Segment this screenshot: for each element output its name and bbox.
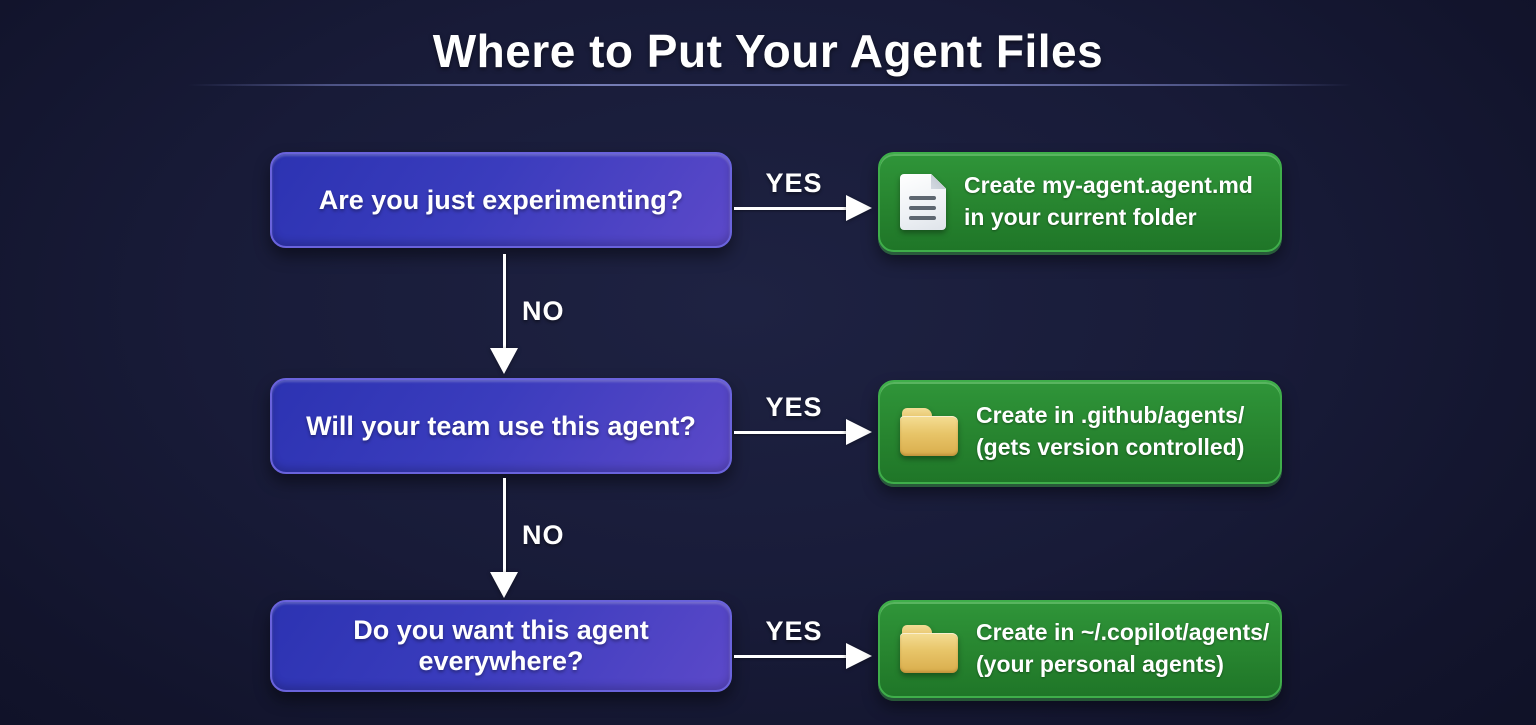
document-icon — [900, 174, 946, 230]
yes-arrow-3: YES — [734, 616, 874, 676]
arrow-line — [734, 207, 850, 210]
page-title: Where to Put Your Agent Files — [432, 25, 1104, 77]
result-line-2: in your current folder — [964, 204, 1197, 230]
question-label: Will your team use this agent? — [306, 410, 696, 441]
result-line-2: (your personal agents) — [976, 651, 1224, 677]
arrow-line — [734, 431, 850, 434]
arrow-line — [503, 478, 506, 574]
result-text: Create my-agent.agent.md in your current… — [964, 170, 1253, 233]
no-arrow-1: NO — [490, 254, 593, 374]
result-box-copilot-agents: Create in ~/.copilot/agents/ (your perso… — [878, 600, 1282, 698]
document-fold — [931, 174, 946, 189]
title-underline — [188, 84, 1352, 86]
yes-label: YES — [765, 392, 823, 422]
decision-box-experimenting: Are you just experimenting? — [270, 152, 732, 248]
arrow-line — [734, 655, 850, 658]
arrowhead-down-icon — [490, 572, 518, 598]
result-text: Create in ~/.copilot/agents/ (your perso… — [976, 617, 1269, 680]
yes-arrow-1: YES — [734, 168, 874, 228]
result-line-2: (gets version controlled) — [976, 434, 1245, 460]
yes-arrow-2: YES — [734, 392, 874, 452]
arrowhead-right-icon — [846, 419, 872, 445]
result-line-1: Create my-agent.agent.md — [964, 172, 1253, 199]
arrowhead-down-icon — [490, 348, 518, 374]
result-text: Create in .github/agents/ (gets version … — [976, 400, 1244, 463]
arrowhead-right-icon — [846, 643, 872, 669]
result-line-1: Create in .github/agents/ — [976, 402, 1245, 429]
no-arrow-2: NO — [490, 478, 593, 598]
result-line-1: Create in ~/.copilot/agents/ — [976, 619, 1270, 646]
arrow-line — [503, 254, 506, 350]
no-label: NO — [522, 520, 565, 550]
decision-box-agent-everywhere: Do you want this agent everywhere? — [270, 600, 732, 692]
yes-label: YES — [765, 616, 823, 646]
yes-label: YES — [765, 168, 823, 198]
question-label: Do you want this agent everywhere? — [353, 615, 649, 676]
result-box-github-agents: Create in .github/agents/ (gets version … — [878, 380, 1282, 484]
arrowhead-right-icon — [846, 195, 872, 221]
result-box-current-folder: Create my-agent.agent.md in your current… — [878, 152, 1282, 252]
question-label: Are you just experimenting? — [318, 184, 684, 215]
no-label: NO — [522, 296, 565, 326]
folder-icon — [900, 408, 958, 456]
folder-icon — [900, 625, 958, 673]
decision-box-team-use: Will your team use this agent? — [270, 378, 732, 474]
